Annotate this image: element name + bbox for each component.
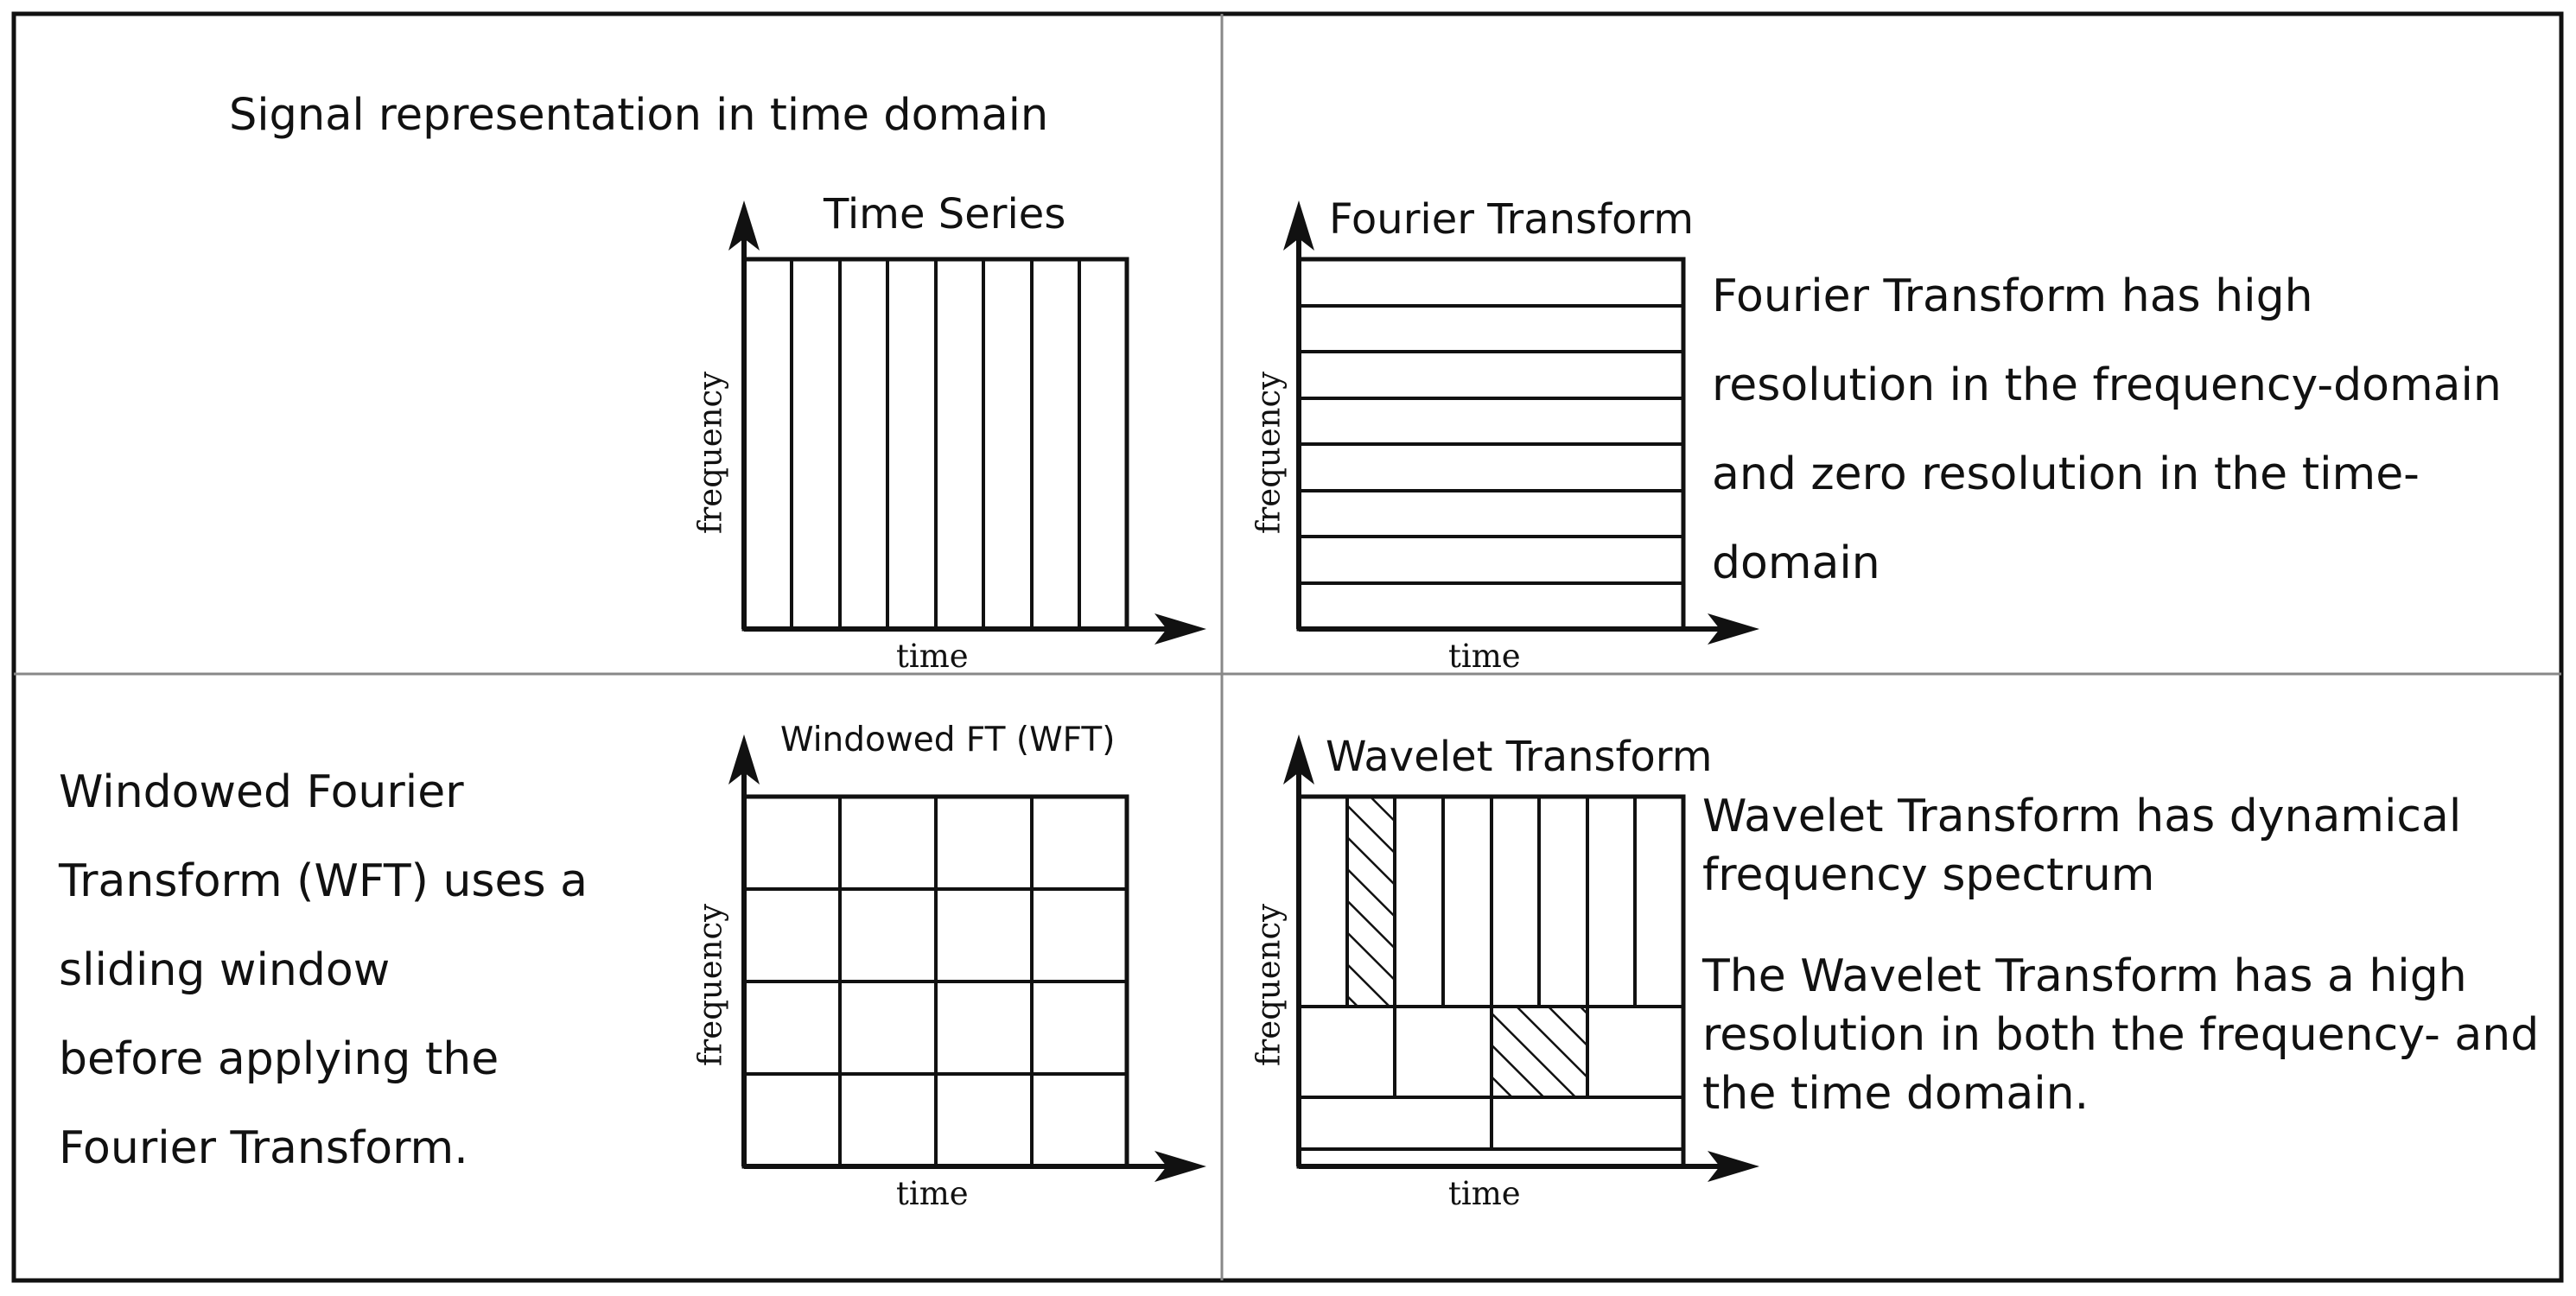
wft-description-line: Fourier Transform. [59, 1122, 468, 1174]
wft-xlabel: time [896, 1175, 969, 1212]
wavelet-x-arrow [1708, 1151, 1759, 1182]
wft-y-arrow [728, 734, 760, 785]
wft-ylabel: frequency [691, 903, 729, 1067]
fourier-description-line: Fourier Transform has high [1712, 270, 2313, 322]
wft-description-line: before applying the [59, 1033, 499, 1085]
wavelet-hatch-narrow [1347, 797, 1395, 1007]
fourier-y-arrow [1283, 200, 1314, 251]
fourier-description-line: and zero resolution in the time- [1712, 448, 2420, 500]
wavelet-description-line: Wavelet Transform has dynamical [1702, 791, 2462, 842]
wft-description: Windowed Fourier Transform (WFT) uses a … [59, 748, 588, 1193]
wavelet-xlabel: time [1448, 1175, 1521, 1212]
wavelet-description-2: The Wavelet Transform has a high resolut… [1702, 947, 2539, 1123]
wavelet-description-line: resolution in both the frequency- and [1702, 1009, 2540, 1061]
wavelet-hatch-wide-border [1490, 1005, 1589, 1099]
wavelet-hatch-wide [1492, 1007, 1587, 1097]
time-domain-caption: Signal representation in time domain [229, 90, 1049, 141]
wft-x-arrow [1154, 1151, 1206, 1182]
wft-description-line: sliding window [59, 944, 391, 996]
time-series-diagram [728, 200, 1206, 645]
outer-frame [11, 11, 2564, 1283]
time-series-x-arrow [1154, 613, 1206, 645]
time-series-title: Time Series [824, 190, 1066, 238]
wft-description-line: Transform (WFT) uses a [59, 855, 588, 907]
wavelet-description-line: the time domain. [1702, 1068, 2089, 1120]
fourier-xlabel: time [1448, 638, 1521, 675]
time-series-xlabel: time [896, 638, 969, 675]
fourier-rows [1299, 304, 1683, 585]
wavelet-y-arrow [1283, 734, 1314, 785]
fourier-description-line: domain [1712, 537, 1880, 589]
wavelet-description-1: Wavelet Transform has dynamical frequenc… [1702, 787, 2461, 905]
fourier-description: Fourier Transform has high resolution in… [1712, 252, 2502, 608]
time-series-columns [790, 259, 1081, 629]
fourier-ylabel: frequency [1250, 371, 1288, 535]
wavelet-ylabel: frequency [1250, 903, 1288, 1067]
fourier-title: Fourier Transform [1329, 195, 1695, 244]
wft-grid [744, 797, 1127, 1166]
wavelet-title: Wavelet Transform [1326, 733, 1713, 781]
wft-diagram [728, 734, 1206, 1182]
wavelet-diagram [1283, 734, 1759, 1182]
time-series-ylabel: frequency [691, 371, 729, 535]
fourier-diagram [1283, 200, 1759, 645]
fourier-description-line: resolution in the frequency-domain [1712, 359, 2502, 411]
wavelet-description-line: The Wavelet Transform has a high [1702, 950, 2467, 1002]
time-series-y-arrow [728, 200, 760, 251]
wft-title: Windowed FT (WFT) [780, 721, 1116, 759]
fourier-x-arrow [1708, 613, 1759, 645]
wavelet-description-line: frequency spectrum [1702, 849, 2155, 901]
wft-description-line: Windowed Fourier [59, 766, 464, 818]
